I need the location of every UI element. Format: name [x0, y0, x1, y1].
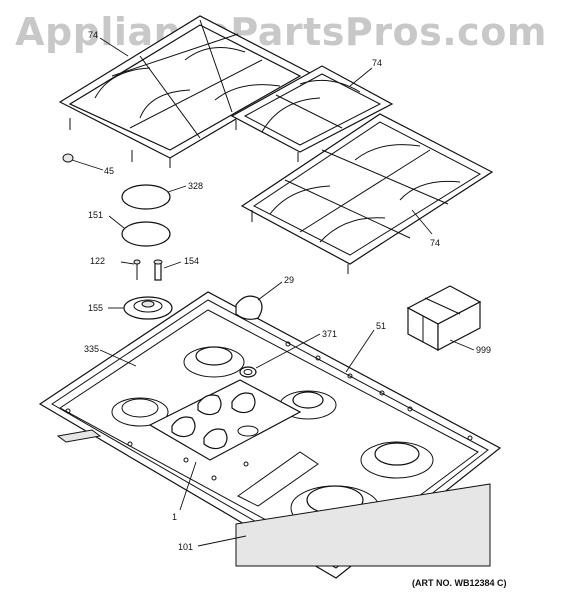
- callout-1: 1: [172, 512, 177, 522]
- burner-cap-top[interactable]: [121, 184, 171, 210]
- grate-foot[interactable]: [62, 153, 74, 163]
- grommet[interactable]: [239, 366, 257, 378]
- control-knob[interactable]: [235, 295, 263, 320]
- gasket-sheet[interactable]: [56, 429, 491, 567]
- panel-knobs: [171, 392, 259, 450]
- callout-335: 335: [84, 344, 99, 354]
- callout-122: 122: [90, 256, 105, 266]
- callout-154: 154: [184, 256, 199, 266]
- watermark-text: AppliancePartsPros.com: [15, 10, 547, 54]
- art-number: (ART NO. WB12384 C): [412, 578, 507, 588]
- callout-101: 101: [178, 542, 193, 552]
- grate-left[interactable]: [58, 15, 314, 168]
- grate-top-right[interactable]: [230, 65, 394, 162]
- grate-bottom-right[interactable]: [240, 113, 494, 274]
- callout-45: 45: [104, 166, 114, 176]
- callout-155: 155: [88, 303, 103, 313]
- callout-371: 371: [322, 329, 337, 339]
- callout-151: 151: [88, 210, 103, 220]
- callout-999: 999: [476, 345, 491, 355]
- callout-328: 328: [188, 181, 203, 191]
- screw[interactable]: [133, 259, 141, 280]
- callout-74-left: 74: [88, 30, 98, 40]
- callout-51: 51: [376, 321, 386, 331]
- callout-74-bottom-right: 74: [430, 238, 440, 248]
- callout-74-top-right: 74: [372, 58, 382, 68]
- parts-box[interactable]: [406, 285, 482, 351]
- callout-29: 29: [284, 275, 294, 285]
- electrode[interactable]: [153, 259, 163, 281]
- burner-cap[interactable]: [121, 221, 171, 247]
- burner-base[interactable]: [123, 296, 173, 320]
